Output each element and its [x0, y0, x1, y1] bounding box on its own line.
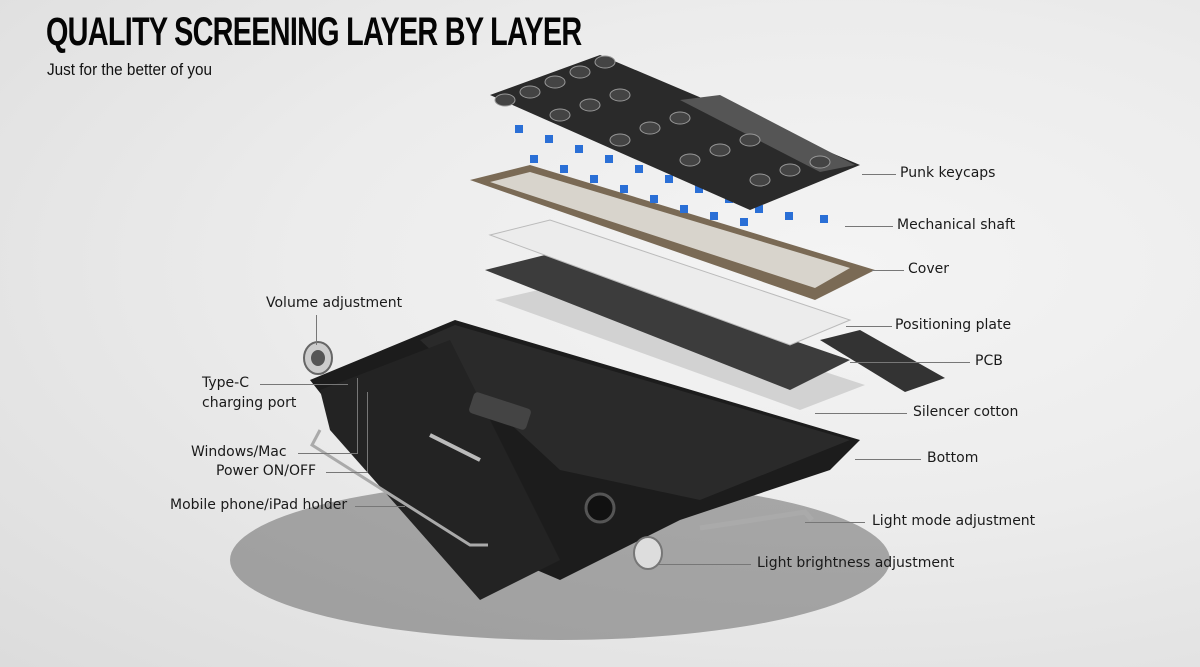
callout-cover: Cover: [908, 261, 949, 277]
leader-line: [815, 413, 907, 414]
callout-punk-keycaps: Punk keycaps: [900, 165, 996, 181]
pcb-icon: [485, 255, 850, 390]
light-mode-lever-icon: [699, 509, 814, 531]
callout-type-c-line1: Type-C: [202, 375, 249, 391]
leader-line: [367, 392, 368, 473]
callout-silencer-cotton: Silencer cotton: [913, 404, 1019, 420]
callout-mechanical-shaft: Mechanical shaft: [897, 217, 1016, 233]
callout-pcb: PCB: [975, 353, 1003, 369]
bottom-case-icon: [310, 320, 860, 600]
phone-holder-icon: [310, 429, 488, 547]
leader-line: [845, 226, 893, 227]
keycaps-icon: [490, 55, 860, 210]
brightness-knob-icon: [633, 536, 663, 570]
leader-line: [326, 472, 368, 473]
leader-line: [316, 315, 317, 345]
leader-line: [357, 378, 358, 454]
leader-line: [805, 522, 865, 523]
mechanical-switches-icon: [515, 125, 828, 226]
leader-line: [846, 326, 892, 327]
callout-windows-mac: Windows/Mac: [191, 444, 287, 460]
leader-line: [260, 384, 348, 385]
callout-type-c-line2: charging port: [202, 395, 297, 411]
callout-positioning-plate: Positioning plate: [895, 317, 1012, 333]
callout-power-on-off: Power ON/OFF: [216, 463, 317, 479]
leader-line: [355, 506, 405, 507]
callout-volume-adjustment: Volume adjustment: [266, 295, 403, 311]
leader-line: [862, 174, 896, 175]
leader-line: [872, 270, 904, 271]
page-subtitle: Just for the better of you: [47, 60, 212, 79]
callout-bottom: Bottom: [927, 450, 979, 466]
leader-line: [298, 453, 358, 454]
positioning-plate-icon: [488, 219, 852, 346]
callout-light-brightness-adjustment: Light brightness adjustment: [757, 555, 955, 571]
leader-line: [850, 362, 970, 363]
callout-phone-holder: Mobile phone/iPad holder: [170, 497, 348, 513]
leader-line: [658, 564, 751, 565]
callout-light-mode-adjustment: Light mode adjustment: [872, 513, 1036, 529]
page-title: QUALITY SCREENING LAYER BY LAYER: [46, 10, 582, 54]
leader-line: [855, 459, 921, 460]
